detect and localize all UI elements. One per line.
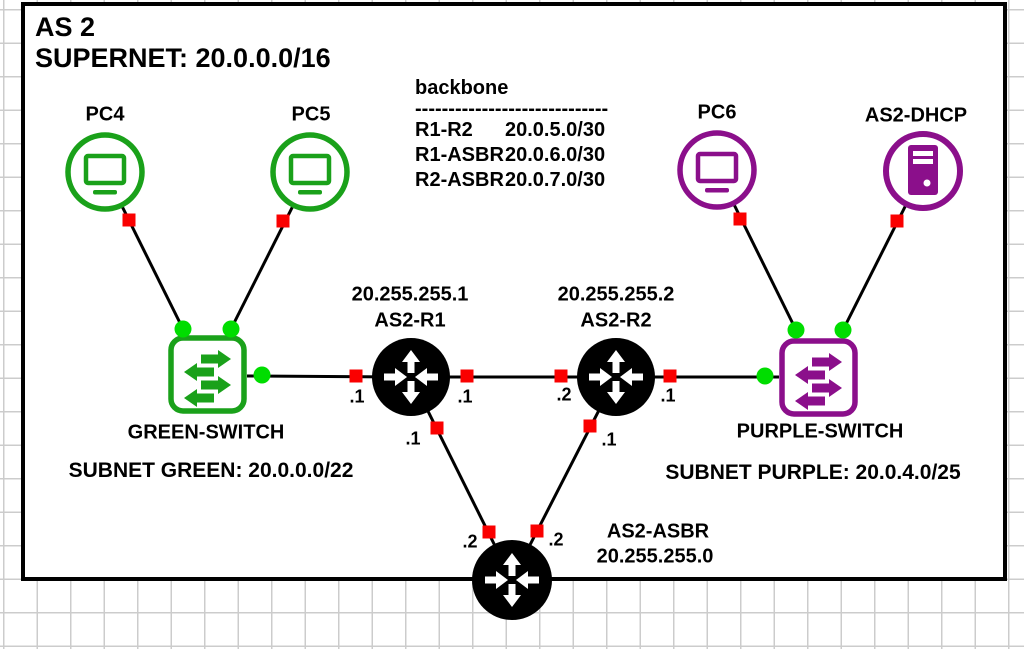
node-pc4[interactable] bbox=[65, 132, 145, 212]
red-endpoint-marker bbox=[349, 369, 363, 383]
red-endpoint-marker bbox=[122, 213, 136, 227]
red-endpoint-marker bbox=[430, 421, 444, 435]
node-pc5[interactable] bbox=[270, 132, 350, 212]
red-endpoint-marker bbox=[733, 212, 747, 226]
node-as2-r2[interactable] bbox=[577, 338, 655, 416]
router-arrows-icon bbox=[485, 553, 539, 607]
red-endpoint-marker bbox=[554, 369, 568, 383]
switch-port-markers bbox=[174, 320, 852, 385]
node-as2-asbr[interactable] bbox=[472, 540, 552, 620]
green-port-marker bbox=[787, 321, 805, 339]
node-purple-switch[interactable] bbox=[779, 338, 858, 417]
red-endpoint-marker bbox=[890, 214, 904, 228]
node-green-switch[interactable] bbox=[168, 335, 247, 414]
red-endpoint-marker bbox=[530, 524, 544, 538]
server-icon bbox=[908, 145, 938, 195]
link-endpoint-markers bbox=[122, 212, 904, 539]
green-port-marker bbox=[834, 321, 852, 339]
red-endpoint-marker bbox=[276, 214, 290, 228]
monitor-icon bbox=[288, 153, 332, 195]
red-endpoint-marker bbox=[663, 369, 677, 383]
router-arrows-icon bbox=[589, 350, 643, 404]
red-endpoint-marker bbox=[482, 525, 496, 539]
node-pc6[interactable] bbox=[677, 130, 757, 210]
node-as2-r1[interactable] bbox=[372, 338, 450, 416]
router-arrows-icon bbox=[384, 350, 438, 404]
green-port-marker bbox=[222, 320, 240, 338]
switch-arrows-icon bbox=[795, 353, 842, 410]
monitor-icon bbox=[695, 151, 739, 193]
red-endpoint-marker bbox=[583, 419, 597, 433]
green-port-marker bbox=[756, 367, 774, 385]
node-as2-dhcp[interactable] bbox=[883, 131, 963, 211]
monitor-icon bbox=[83, 153, 127, 195]
green-port-marker bbox=[174, 320, 192, 338]
red-endpoint-marker bbox=[460, 369, 474, 383]
switch-arrows-icon bbox=[184, 350, 231, 407]
green-port-marker bbox=[253, 366, 271, 384]
as2-boundary-box bbox=[21, 2, 1007, 581]
